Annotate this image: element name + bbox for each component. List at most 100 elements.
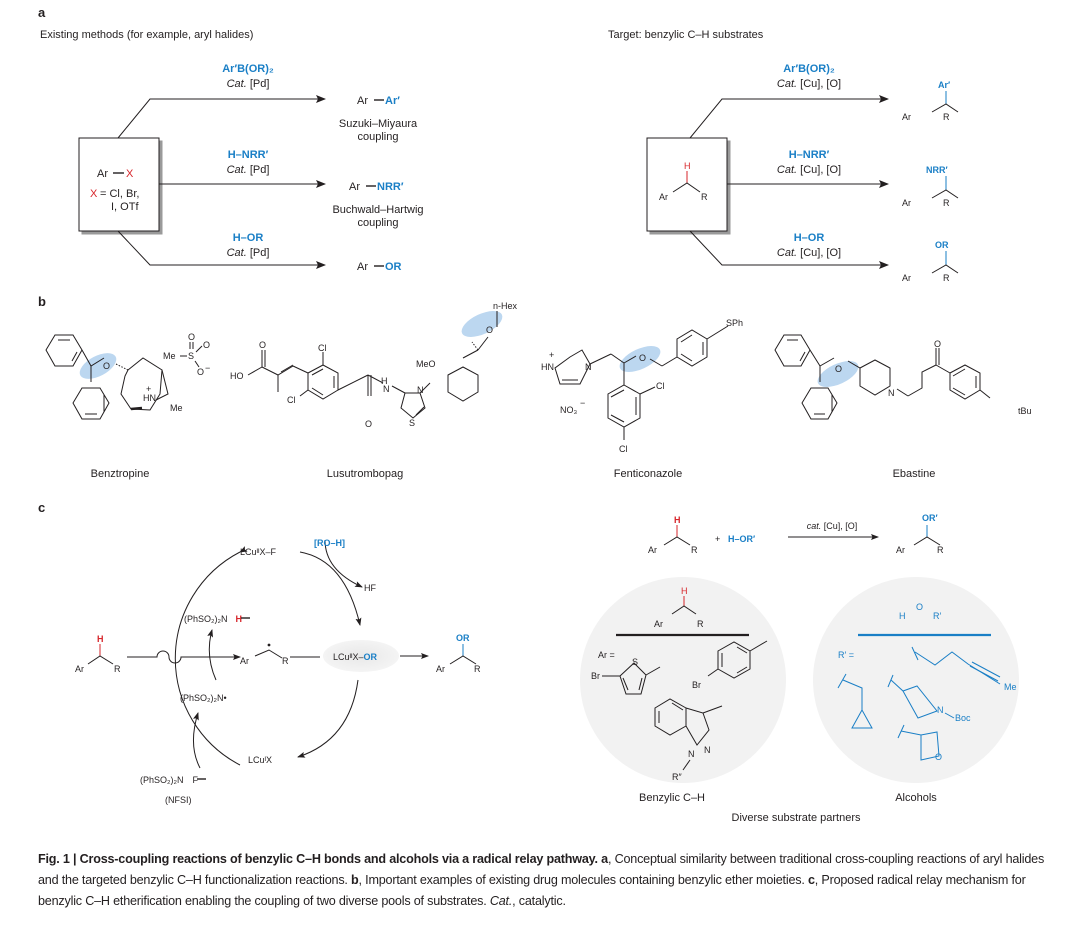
atom-cl: Cl bbox=[287, 395, 296, 405]
right-row-arylation: Ar′B(OR)₂ Cat. [Cu], [O] Ar′ Ar R bbox=[777, 63, 959, 122]
ebastine-labels: O N O tBu bbox=[835, 339, 1032, 416]
lcu2-or: LCuᴵᴵX–OR bbox=[333, 652, 378, 662]
atom-o: O bbox=[934, 339, 941, 349]
atom-br: Br bbox=[591, 671, 600, 681]
nfsi-arrow bbox=[193, 712, 201, 769]
figure-caption: Fig. 1 | Cross-coupling reactions of ben… bbox=[38, 849, 1048, 912]
product-group: OR bbox=[935, 240, 949, 250]
aryl-halide-box: Ar X X = Cl, Br, I, OTf bbox=[78, 137, 160, 232]
atom-hn: HN bbox=[541, 362, 554, 372]
atom-r: R bbox=[697, 619, 704, 629]
caption-c-label: c bbox=[807, 873, 815, 887]
reagent: H–NRR′ bbox=[789, 149, 830, 161]
atom-o: O bbox=[835, 364, 842, 374]
product-r: R bbox=[943, 273, 950, 283]
atom-o: O bbox=[203, 340, 210, 350]
product-group: NRR′ bbox=[926, 165, 948, 175]
atom-r: R bbox=[474, 664, 481, 674]
atom-h: H bbox=[674, 515, 681, 525]
product-ar: Ar bbox=[349, 181, 360, 193]
nfsi-label: (NFSI) bbox=[165, 795, 192, 805]
panel-a-left-title: Existing methods (for example, aryl hali… bbox=[40, 29, 253, 41]
atom-h: H bbox=[899, 611, 906, 621]
atom-nhex: n-Hex bbox=[493, 301, 518, 311]
atom-o: O bbox=[197, 367, 204, 377]
atom-r: R bbox=[114, 664, 121, 674]
caption-a-label: a bbox=[601, 852, 608, 866]
box-halides-2: I, OTf bbox=[111, 201, 139, 213]
atom-tbu: tBu bbox=[1018, 406, 1032, 416]
benzylic-scope: H Ar R Ar = Br S Br N N R″ bbox=[591, 586, 768, 782]
cycle-left-arc bbox=[174, 546, 248, 766]
product-group: NRR′ bbox=[377, 181, 404, 193]
box-halides: = Cl, Br, bbox=[100, 188, 139, 200]
right-row-etherification: H–OR Cat. [Cu], [O] OR Ar R bbox=[777, 232, 959, 283]
n-radical: (PhSO₂)₂N• bbox=[180, 693, 227, 703]
atom-n: N bbox=[688, 749, 695, 759]
atom-n: N bbox=[704, 745, 711, 755]
reaction-name-2: coupling bbox=[358, 131, 399, 143]
atom-o: O bbox=[365, 419, 372, 429]
atom-ar: Ar bbox=[75, 664, 84, 674]
atom-ar: Ar bbox=[240, 656, 249, 666]
product-r: R bbox=[943, 198, 950, 208]
atom-s: S bbox=[409, 418, 415, 428]
phenyl-ring bbox=[72, 387, 110, 420]
box-ar: Ar bbox=[97, 168, 108, 180]
scope-footer: Diverse substrate partners bbox=[732, 812, 861, 824]
ar-equals: Ar = bbox=[598, 650, 615, 660]
reagent: Ar′B(OR)₂ bbox=[783, 63, 835, 75]
atom-o: O bbox=[639, 353, 646, 363]
reagent: H–OR bbox=[233, 232, 264, 244]
phenyl-ring bbox=[801, 387, 838, 420]
panel-a-right-title: Target: benzylic C–H substrates bbox=[608, 29, 764, 41]
atom-s: S bbox=[188, 351, 194, 361]
box-x-eq: X bbox=[90, 188, 98, 200]
ether-highlight bbox=[817, 361, 859, 387]
atom-o: O bbox=[188, 332, 195, 342]
atom-hn: HN bbox=[143, 393, 156, 403]
hf-byproduct: HF bbox=[364, 583, 376, 593]
benztropine-labels: O Me S O O O − + HN Me bbox=[103, 332, 210, 413]
atom-n: N bbox=[417, 385, 424, 395]
catalyst: Cat. [Pd] bbox=[227, 78, 270, 90]
atom-n: N bbox=[888, 388, 895, 398]
atom-br: Br bbox=[692, 680, 701, 690]
atom-ar: Ar bbox=[896, 545, 905, 555]
imidazole-ring bbox=[554, 349, 591, 385]
atom-meo: MeO bbox=[416, 359, 436, 369]
cycle-bottom-right-arc bbox=[297, 679, 359, 758]
boc-group: Boc bbox=[955, 713, 971, 723]
atom-n: N bbox=[585, 362, 592, 372]
atom-o: O bbox=[935, 752, 942, 762]
atom-ar: Ar bbox=[436, 664, 445, 674]
alcohol: H–OR′ bbox=[728, 534, 755, 544]
fenticonazole-labels: + HN N NO₃ − O SPh Cl Cl bbox=[541, 318, 743, 454]
catalyst: Cat. [Cu], [O] bbox=[777, 247, 841, 259]
product-group: Ar′ bbox=[385, 95, 400, 107]
ether-highlight bbox=[79, 353, 117, 379]
atom-h: H bbox=[381, 376, 388, 386]
charge-plus: + bbox=[549, 350, 554, 360]
atom-me: Me bbox=[1004, 682, 1017, 692]
drug-fenticonazole bbox=[554, 325, 729, 440]
atom-h: H bbox=[97, 634, 104, 644]
mechanism-substrate: H Ar R bbox=[75, 634, 121, 674]
caption-a-text: , Conceptual similarity between traditio… bbox=[38, 852, 1045, 887]
atom-r-prime: R′ bbox=[933, 611, 941, 621]
atom-r: R bbox=[937, 545, 944, 555]
catalyst: Cat. [Pd] bbox=[227, 164, 270, 176]
box-ar: Ar bbox=[659, 192, 668, 202]
benzylic-radical: Ar R bbox=[240, 643, 320, 666]
product-ar: Ar bbox=[902, 273, 911, 283]
ether-highlight bbox=[619, 346, 661, 372]
plus-sign: + bbox=[715, 534, 720, 544]
atom-me: Me bbox=[163, 351, 176, 361]
atom-or: OR bbox=[456, 633, 470, 643]
product-ar: Ar bbox=[902, 198, 911, 208]
left-row-buchwald: H–NRR′ Cat. [Pd] Ar NRR′ Buchwald–Hartwi… bbox=[227, 149, 424, 229]
atom-ho: HO bbox=[230, 371, 244, 381]
